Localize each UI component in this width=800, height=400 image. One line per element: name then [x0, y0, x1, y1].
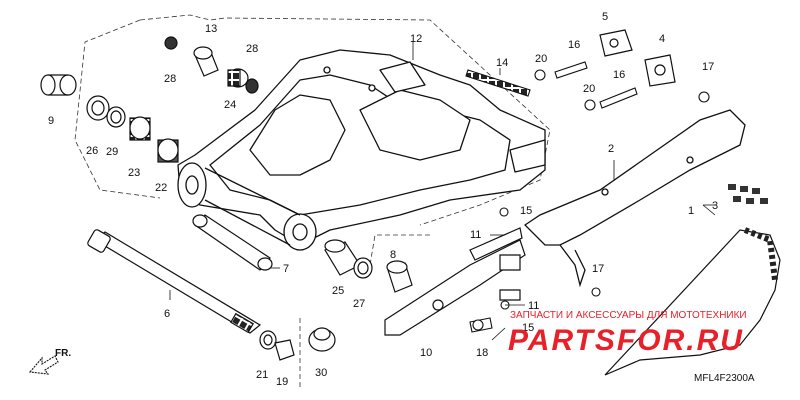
part-label: 23 — [128, 167, 140, 179]
right-bearings — [324, 239, 413, 293]
front-direction-arrow: FR. — [28, 348, 71, 375]
part-label: 2 — [608, 143, 614, 155]
part-label: 28 — [246, 43, 258, 55]
part-label: 16 — [568, 39, 580, 51]
part-label: 24 — [224, 99, 236, 111]
part-labels: 12 13 28 28 24 9 26 29 23 22 14 20 20 16… — [48, 11, 718, 388]
part-label: 14 — [496, 57, 508, 69]
part-label: 17 — [592, 263, 604, 275]
part-label: 21 — [256, 369, 268, 381]
drive-chain — [604, 184, 781, 376]
top-bearings — [164, 36, 259, 94]
chain-slider — [384, 227, 526, 336]
part-label: 27 — [353, 298, 365, 310]
part-label: 15 — [520, 205, 532, 217]
chain-case — [523, 109, 746, 288]
part-label: 4 — [659, 33, 665, 45]
part-label: 1 — [688, 205, 694, 217]
leader-lines — [169, 42, 716, 341]
part-label: 19 — [276, 376, 288, 388]
part-label: 28 — [164, 73, 176, 85]
part-label: 29 — [106, 146, 118, 158]
part-label: 26 — [86, 145, 98, 157]
part-label: 16 — [613, 69, 625, 81]
part-label: 13 — [205, 23, 217, 35]
part-label: 3 — [712, 200, 718, 212]
diagram-code: MFL4F2300A — [694, 373, 755, 384]
part-label: 15 — [522, 322, 534, 334]
direction-label: FR. — [55, 348, 71, 359]
group-frames — [74, 14, 551, 390]
part-label: 12 — [410, 33, 422, 45]
left-bearings — [40, 74, 179, 163]
part-label: 17 — [702, 61, 714, 73]
part-label: 9 — [48, 115, 54, 127]
watermark-small-text: ЗАПЧАСТИ И АКСЕССУАРЫ ДЛЯ МОТОТЕХНИКИ — [510, 310, 747, 321]
part-label: 5 — [602, 11, 608, 23]
pivot-shaft — [87, 214, 336, 361]
chain-guard-parts — [599, 29, 676, 87]
part-label: 18 — [476, 347, 488, 359]
part-label: 8 — [390, 249, 396, 261]
part-label: 6 — [164, 308, 170, 320]
part-label: 10 — [420, 347, 432, 359]
watermark-logo: PARTSFOR.RU — [508, 324, 744, 357]
part-label: 30 — [315, 367, 327, 379]
part-label: 25 — [332, 285, 344, 297]
bolts — [465, 61, 710, 333]
part-label: 11 — [470, 229, 481, 241]
swingarm — [177, 49, 546, 251]
part-label: 7 — [283, 263, 289, 275]
part-label: 22 — [155, 182, 167, 194]
part-label: 11 — [528, 300, 539, 312]
watermark: ЗАПЧАСТИ И АКСЕССУАРЫ ДЛЯ МОТОТЕХНИКИ PA… — [508, 310, 747, 357]
part-label: 20 — [535, 53, 547, 65]
part-label: 20 — [583, 83, 595, 95]
